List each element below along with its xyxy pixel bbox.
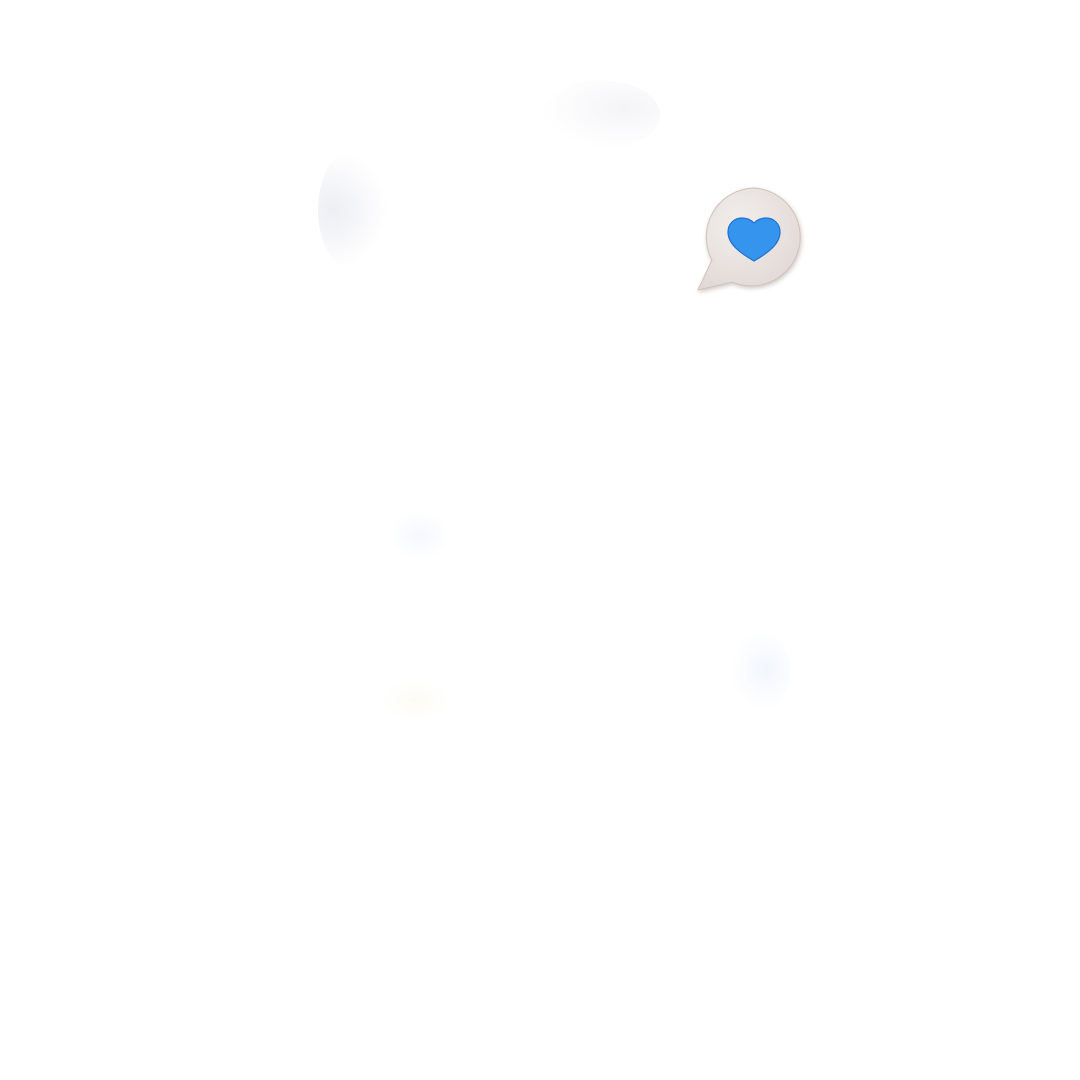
faint-shape [390, 510, 450, 560]
faint-shape [540, 80, 660, 150]
heart-icon [727, 217, 781, 262]
faint-shape [380, 680, 450, 720]
faint-shape [730, 630, 790, 710]
faint-shape [318, 150, 388, 270]
chat-heart-icon [697, 187, 801, 291]
